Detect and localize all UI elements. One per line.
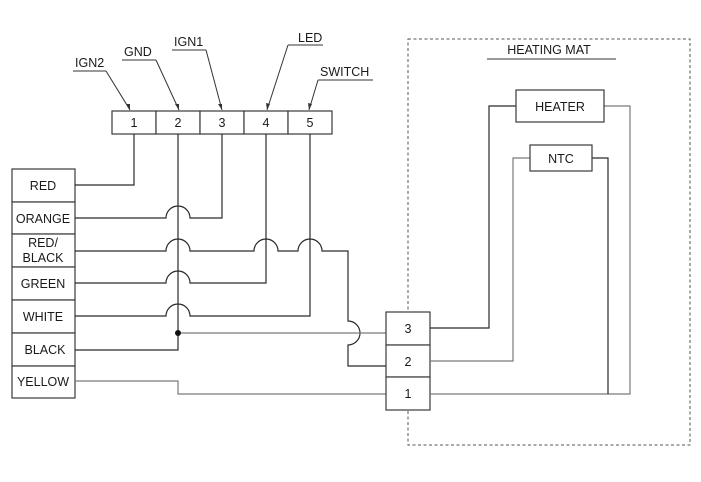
wire-orange-cell [11, 201, 76, 235]
wire-label-green: GREEN [21, 277, 65, 291]
label-gnd: GND [124, 45, 152, 59]
heating-mat-components: HEATER NTC [430, 89, 631, 395]
wire-heater-in [430, 105, 516, 329]
wire-label-orange: ORANGE [16, 212, 70, 226]
wire-label-red: RED [30, 179, 56, 193]
pin-labels: IGN2 GND IGN1 LED SWITCH [73, 31, 373, 111]
wire-redblack-cell [11, 233, 76, 268]
wire-label-redblack-1: RED/ [28, 236, 58, 250]
label-ign2: IGN2 [75, 56, 104, 70]
ign2-leader [105, 70, 131, 111]
ign1-arrow [218, 104, 222, 110]
main-pin-4: 4 [263, 116, 270, 130]
heating-mat-title: HEATING MAT [507, 43, 591, 57]
main-connector: 1 2 3 4 5 [111, 110, 333, 135]
wire-white-cell [11, 299, 76, 334]
wire-orange [75, 134, 223, 219]
ntc-box [529, 144, 593, 172]
wire-white [75, 134, 311, 317]
heater-box [515, 89, 605, 123]
wire-yellow-cell [11, 365, 76, 399]
mat-pin-2: 2 [405, 355, 412, 369]
ign1-leader [205, 49, 223, 111]
heating-mat-enclosure [407, 38, 691, 446]
wire-ntc-out [592, 157, 609, 394]
wire-red [75, 134, 135, 186]
label-led: LED [298, 31, 322, 45]
wire-color-box: RED ORANGE RED/ BLACK GREEN WHITE BLACK … [11, 168, 76, 399]
wire-label-yellow: YELLOW [17, 375, 69, 389]
ntc-label: NTC [548, 152, 574, 166]
led-arrow [266, 103, 270, 110]
mat-pin-1: 1 [405, 387, 412, 401]
wire-label-redblack-2: BLACK [23, 251, 65, 265]
switch-arrow [308, 103, 312, 110]
wires [75, 134, 386, 395]
main-pin-3: 3 [219, 116, 226, 130]
mat-pin-2-cell [385, 344, 431, 378]
heating-mat-connector: 3 2 1 [385, 311, 431, 411]
wire-redblack [75, 238, 386, 367]
wire-heater-out [430, 105, 631, 395]
mat-pin-1-cell [385, 376, 431, 411]
wire-label-white: WHITE [23, 310, 63, 324]
led-leader [266, 44, 289, 111]
heater-label: HEATER [535, 100, 585, 114]
junction-dot [175, 330, 181, 336]
wire-label-black: BLACK [25, 343, 67, 357]
main-pin-5: 5 [307, 116, 314, 130]
ign2-arrow [126, 104, 130, 110]
wire-gnd-black [75, 134, 179, 351]
wire-ntc-in [430, 157, 530, 362]
gnd-arrow [175, 104, 179, 110]
label-ign1: IGN1 [174, 35, 203, 49]
mat-pin-3: 3 [405, 322, 412, 336]
wire-red-cell [11, 168, 76, 203]
wire-green [75, 134, 267, 284]
main-pin-1: 1 [131, 116, 138, 130]
main-pin-2: 2 [175, 116, 182, 130]
wire-yellow [75, 380, 386, 395]
gnd-leader [155, 59, 180, 111]
label-switch: SWITCH [320, 65, 369, 79]
